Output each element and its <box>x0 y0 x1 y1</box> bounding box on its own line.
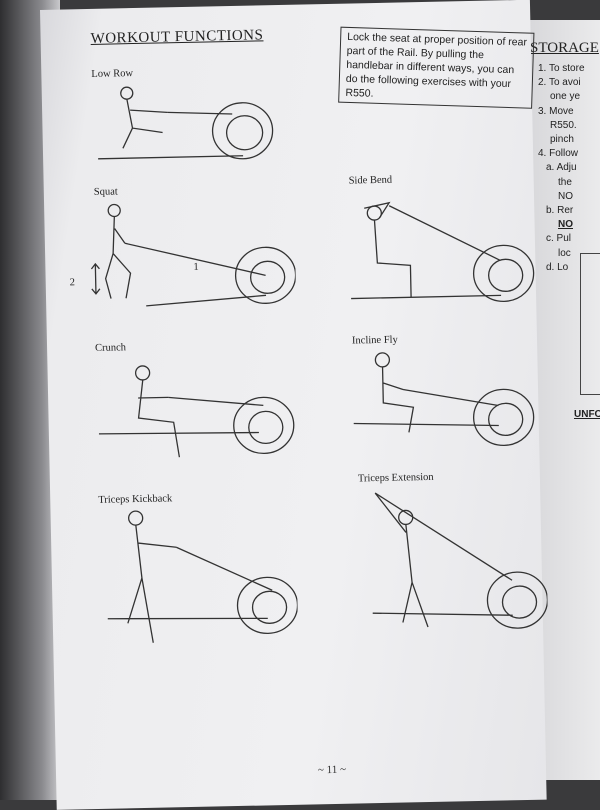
triceps-kickback-illustration <box>107 510 299 643</box>
crunch-illustration <box>98 365 295 458</box>
storage-line: loc <box>558 247 571 259</box>
storage-line: a. Adju <box>546 162 577 174</box>
side-bend-illustration <box>351 201 535 302</box>
storage-list: 1. To store 2. To avoi one ye 3. Move R5… <box>538 62 585 275</box>
storage-line: 3. Move <box>538 105 574 117</box>
storage-line: one ye <box>550 91 581 103</box>
storage-line: NO <box>558 219 573 231</box>
page-number: ~ 11 ~ <box>317 763 347 777</box>
low-row-illustration <box>98 86 274 160</box>
exercise-label-side-bend: Side Bend <box>348 174 393 187</box>
unfold-heading: UNFO <box>574 409 600 420</box>
storage-line: 4. Follow <box>538 148 579 160</box>
storage-line: NO <box>558 190 573 202</box>
storage-line: b. Rer <box>546 205 574 217</box>
storage-figure-box <box>580 253 600 395</box>
storage-line: d. Lo <box>546 261 569 273</box>
manual-page: WORKOUT FUNCTIONS Lock the seat at prope… <box>40 0 549 810</box>
page-title: WORKOUT FUNCTIONS <box>90 27 264 47</box>
exercise-label-squat: Squat <box>93 186 118 198</box>
storage-line: pinch <box>550 134 574 146</box>
exercise-label-incline-fly: Incline Fly <box>351 334 398 347</box>
exercise-label-crunch: Crunch <box>94 342 127 354</box>
storage-line: 1. To store <box>538 63 585 74</box>
storage-line: R550. <box>550 119 577 131</box>
storage-line: the <box>558 176 572 188</box>
squat-illustration <box>90 203 297 307</box>
storage-line: 2. To avoi <box>538 77 581 89</box>
squat-marker-2: 2 <box>69 277 76 289</box>
triceps-extension-illustration <box>372 492 549 629</box>
storage-title: STORAGE <box>530 40 599 56</box>
storage-line: c. Pul <box>546 233 572 245</box>
instruction-note: Lock the seat at proper position of rear… <box>338 26 535 109</box>
incline-fly-illustration <box>353 352 535 447</box>
